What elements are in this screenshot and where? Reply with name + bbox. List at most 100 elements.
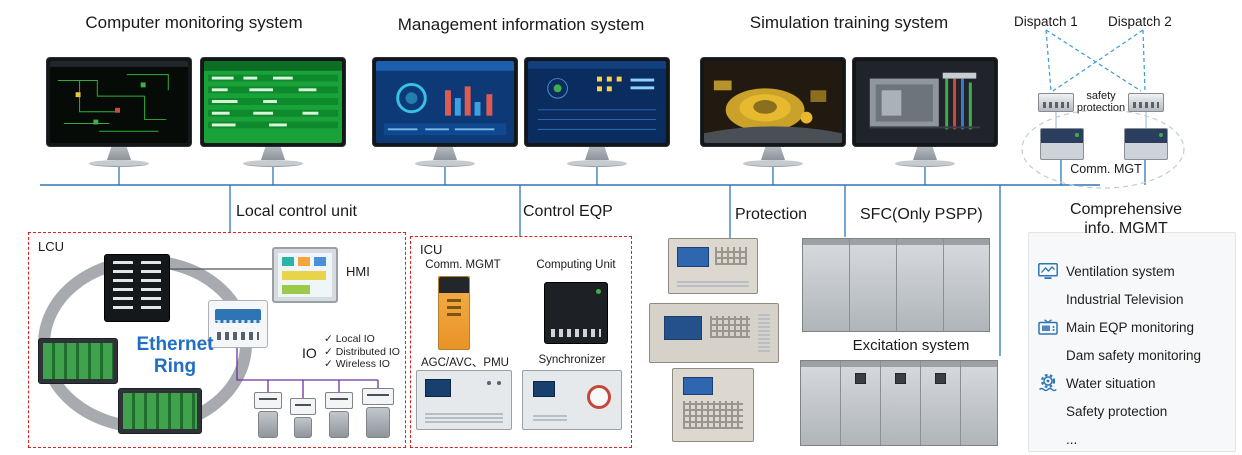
monitor-stand-neck: [107, 147, 131, 160]
info-item-label: Safety protection: [1066, 403, 1168, 419]
info-item-water-situation: Water situation: [1029, 369, 1235, 397]
label-synchronizer: Synchronizer: [538, 354, 606, 366]
label-agc-avc-pmu: AGC/AVC、PMU: [421, 357, 509, 369]
info-item-label: Ventilation system: [1066, 263, 1175, 279]
device-ports: [1133, 102, 1159, 108]
display-reading: [367, 394, 389, 396]
device-screen: [425, 379, 451, 397]
relay-vents: [758, 314, 770, 352]
label-comprehensive-line1: Comprehensive: [1069, 201, 1183, 218]
info-item-label: Main EQP monitoring: [1066, 319, 1195, 335]
field-transmitter-3: [323, 392, 355, 438]
relay-screen: [677, 247, 709, 267]
label-dispatch-1: Dispatch 1: [1014, 14, 1078, 29]
protection-relay-1: [668, 238, 758, 294]
switch-port-strip: [215, 309, 261, 323]
plc-io-cards: [43, 343, 113, 379]
icu-title: ICU: [420, 242, 443, 257]
monitor-frame: [700, 57, 846, 147]
label-sfc: SFC(Only PSPP): [860, 206, 983, 223]
label-excitation-system: Excitation system: [852, 337, 970, 354]
label-simulation-training-system: Simulation training system: [749, 13, 949, 32]
hmi-widget: [298, 257, 310, 266]
transmitter-display: [325, 392, 353, 409]
relay-screen: [683, 377, 713, 395]
device-vents: [533, 413, 567, 421]
monitor-mis-dashboard: [372, 57, 518, 167]
relay-buttons: [683, 401, 743, 429]
monitor-sim-turbine: [700, 57, 846, 167]
label-dispatch-2: Dispatch 2: [1108, 14, 1172, 29]
safety-to-comm-links: [1055, 112, 1147, 128]
monitor-screen-sim-3d-yellow: [704, 61, 842, 143]
monitor-stand-base: [243, 160, 303, 167]
monitor-screen-dashboard-blue: [376, 61, 514, 143]
monitor-stand-base: [895, 160, 955, 167]
monitor-scada-1: [46, 57, 192, 167]
io-option: ✓ Local IO: [324, 333, 375, 345]
cabinet-window: [935, 373, 946, 384]
device-ports: [1043, 102, 1069, 108]
monitor-stand-neck: [433, 147, 457, 160]
monitor-stand-neck: [261, 147, 285, 160]
protection-relay-2: [649, 303, 779, 363]
label-local-control-unit: Local control unit: [236, 203, 357, 220]
monitor-stand-base: [415, 160, 475, 167]
info-item-safety-protection: Safety protection: [1029, 397, 1235, 425]
hmi-panel: [272, 247, 338, 303]
ethernet-line1: Ethernet: [136, 334, 214, 355]
relay-buttons: [710, 316, 750, 338]
info-item-label: ...: [1066, 431, 1078, 447]
monitor-stand-base: [743, 160, 803, 167]
info-item-label: Water situation: [1066, 375, 1156, 391]
comm-mgmt-device: [438, 276, 470, 350]
synchronizer-dial: [587, 385, 611, 409]
info-item-ellipsis: ...: [1029, 425, 1235, 453]
hmi-widget: [282, 271, 326, 280]
label-comprehensive-line2: info. MGMT: [1084, 220, 1168, 237]
plc-module-rack-1: [38, 338, 118, 384]
status-led: [596, 289, 601, 294]
water-gear-icon: [1037, 374, 1059, 392]
info-item-label: Industrial Television: [1066, 291, 1184, 307]
label-management-information-system: Management information system: [397, 15, 645, 34]
io-options-list: ✓ Local IO ✓ Distributed IO ✓ Wireless I…: [324, 333, 400, 371]
monitor-screen-schematic-navy: [528, 61, 666, 143]
monitor-stand-base: [89, 160, 149, 167]
hmi-widget: [282, 285, 310, 294]
monitor-frame: [852, 57, 998, 147]
monitor-frame: [46, 57, 192, 147]
monitor-stand-base: [567, 160, 627, 167]
transmitter-body: [329, 411, 349, 438]
excitation-cabinet: [800, 360, 998, 446]
display-reading: [259, 398, 277, 400]
monitor-frame: [372, 57, 518, 147]
cabinet-window: [895, 373, 906, 384]
io-label: IO: [302, 345, 317, 361]
label-protection: Protection: [735, 206, 808, 223]
plc-module-rack-2: [118, 388, 202, 434]
monitor-frame: [524, 57, 670, 147]
rack-slot-column: [113, 261, 133, 315]
info-item-main-eqp-monitoring: Main EQP monitoring: [1029, 313, 1235, 341]
hmi-widget: [282, 257, 294, 266]
monitor-screen-scada-dark: [50, 61, 188, 143]
transmitter-body: [294, 417, 312, 438]
cabinet-window: [855, 373, 866, 384]
display-reading: [295, 404, 311, 406]
display-reading: [330, 398, 348, 400]
monitor-screen-sim-3d-building: [856, 61, 994, 143]
icu-box: [410, 236, 632, 448]
device-button: [487, 381, 491, 385]
synchronizer-device: [522, 370, 622, 430]
relay-vents: [677, 279, 749, 287]
computing-unit-device: [544, 282, 608, 344]
status-led: [1075, 133, 1079, 137]
comprehensive-info-panel: Ventilation system Industrial Television…: [1028, 232, 1236, 452]
relay-buttons: [715, 247, 747, 265]
monitor-scada-2: [200, 57, 346, 167]
monitor-frame: [200, 57, 346, 147]
label-control-eqp: Control EQP: [523, 203, 613, 220]
comm-mgt-device-1: [1040, 128, 1084, 160]
